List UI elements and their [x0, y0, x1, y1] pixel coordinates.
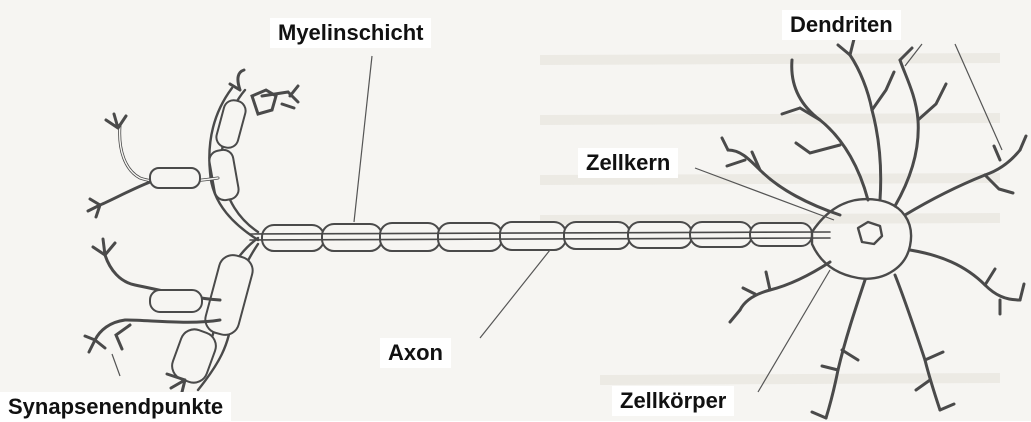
label-synapses: Synapsenendpunkte	[0, 392, 231, 422]
nucleus-shape	[858, 222, 882, 244]
myelin-segment	[438, 223, 502, 251]
myelin-segment	[262, 225, 324, 251]
myelin-segment	[380, 223, 440, 251]
label-axon: Axon	[380, 338, 451, 368]
leader-axon	[480, 250, 550, 338]
leader-myelin	[354, 56, 372, 222]
myelin-segment	[690, 222, 752, 247]
background-texture	[540, 58, 1000, 380]
label-nucleus: Zellkern	[578, 148, 678, 178]
myelin-segment	[322, 224, 382, 251]
label-soma: Zellkörper	[612, 386, 734, 416]
axon	[250, 222, 830, 251]
myelin-segment	[500, 222, 566, 250]
myelin-segment	[628, 222, 692, 248]
myelin-segment	[564, 222, 630, 249]
label-dendrites: Dendriten	[782, 10, 901, 40]
leader-synapses	[112, 354, 120, 376]
myelin-segment	[750, 223, 812, 246]
label-myelin: Myelinschicht	[270, 18, 431, 48]
